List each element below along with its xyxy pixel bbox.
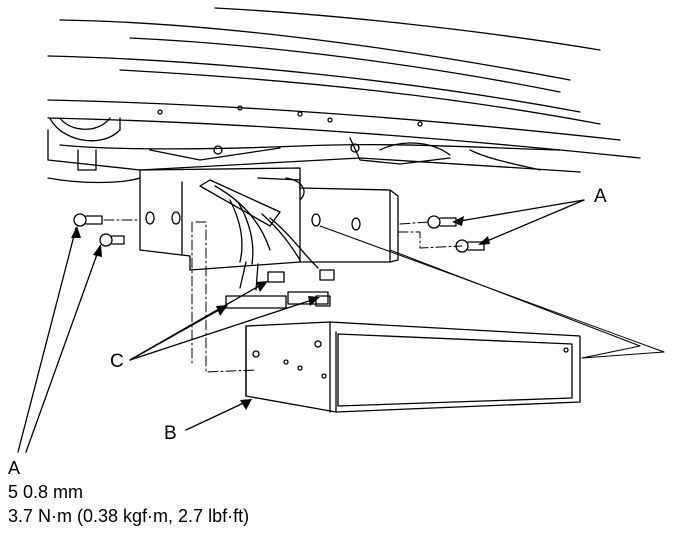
callout-a-right: A [594, 186, 607, 207]
guide-lines [319, 225, 665, 359]
unit-b [245, 321, 581, 413]
dash-underside [47, 7, 641, 173]
bolt-left-lower [99, 233, 125, 247]
spec-size: 5 0.8 mm [8, 482, 84, 502]
spec-label: A [8, 458, 21, 478]
leader-lines [17, 199, 585, 453]
callout-b: B [164, 423, 177, 444]
alignment-lines [103, 219, 463, 373]
left-hook [47, 117, 141, 184]
bolt-left-upper [73, 213, 103, 227]
arrowheads [71, 216, 490, 410]
callout-c: C [110, 351, 124, 372]
wire-harness [199, 177, 319, 291]
bolt-right-upper [427, 215, 457, 229]
connectors-c [225, 269, 335, 309]
spec-torque: 3.7 N·m (0.38 kgf·m, 2.7 lbf·ft) [8, 506, 250, 526]
mounting-bracket [139, 167, 399, 271]
